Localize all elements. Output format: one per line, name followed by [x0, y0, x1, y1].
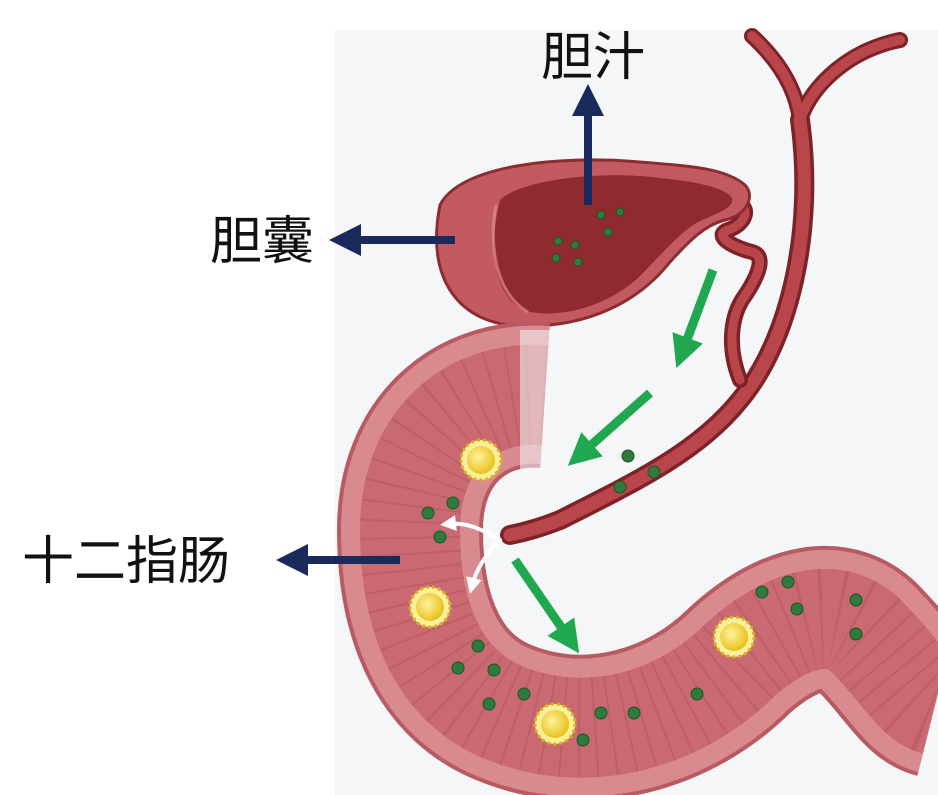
duodenum-label: 十二指肠 — [22, 532, 231, 592]
fat-globule-icon — [712, 615, 756, 659]
mixing-arrows — [440, 515, 502, 594]
bile-droplet-icon — [849, 593, 863, 607]
bile-droplets-gallbladder — [551, 207, 625, 267]
bile-droplet-icon — [482, 697, 496, 711]
duodenum-fade — [520, 330, 580, 470]
bile-droplet-icon — [517, 687, 531, 701]
fat-globules — [408, 438, 756, 746]
fat-globule-icon — [408, 585, 452, 629]
bile-label: 胆汁 — [541, 28, 646, 88]
bile-droplet-icon — [615, 207, 625, 217]
mixing-arrow-icon — [466, 538, 502, 594]
bile-droplet-icon — [596, 210, 606, 220]
bile-duct — [500, 28, 908, 545]
bile-droplet-icon — [613, 480, 627, 494]
gallbladder — [435, 158, 751, 328]
flow-arrow-icon — [672, 268, 718, 369]
bile-droplet-icon — [451, 661, 465, 675]
flow-arrow-icon — [511, 557, 580, 654]
bile-droplet-icon — [690, 687, 704, 701]
flow-arrows — [511, 268, 718, 654]
bile-droplet-icon — [433, 530, 447, 544]
mixing-arrow-icon — [440, 515, 502, 542]
bile-droplet-icon — [755, 585, 769, 599]
bile-droplet-icon — [627, 706, 641, 720]
bile-droplet-icon — [790, 602, 804, 616]
flow-arrow-icon — [567, 389, 653, 466]
bile-droplet-icon — [446, 496, 460, 510]
fat-globule-icon — [533, 702, 577, 746]
bile-droplets-duodenum — [421, 496, 863, 747]
fat-globule-icon — [459, 438, 503, 482]
bile-droplet-icon — [570, 240, 580, 250]
bile-droplet-icon — [849, 627, 863, 641]
gallbladder-label: 胆囊 — [210, 212, 315, 272]
bile-droplet-icon — [594, 706, 608, 720]
bile-droplet-icon — [621, 449, 635, 463]
bile-droplet-icon — [487, 663, 501, 677]
bile-droplet-icon — [573, 257, 583, 267]
bile-droplet-icon — [576, 733, 590, 747]
bile-droplet-icon — [603, 227, 613, 237]
bile-droplet-icon — [553, 236, 563, 246]
label-arrows — [276, 84, 604, 576]
bile-droplets-duct — [613, 449, 661, 494]
bile-droplet-icon — [781, 575, 795, 589]
bile-droplet-icon — [471, 639, 485, 653]
bile-droplet-icon — [551, 253, 561, 263]
bile-droplet-icon — [421, 506, 435, 520]
bile-droplet-icon — [647, 465, 661, 479]
